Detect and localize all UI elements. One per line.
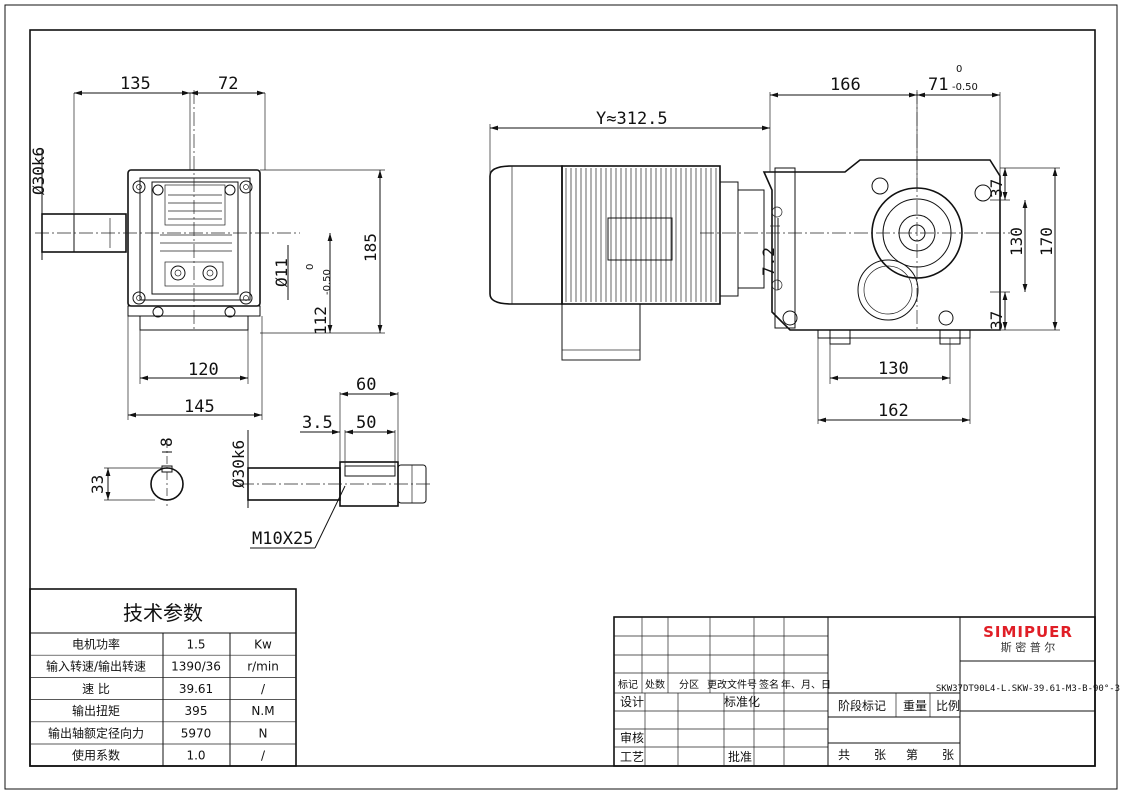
row-review: 审核	[620, 730, 644, 745]
dim-7-2: 7.2	[759, 247, 778, 276]
tech-row-unit: N.M	[251, 704, 274, 718]
tech-row-unit: N	[259, 726, 268, 740]
scale-label: 比例	[936, 699, 960, 713]
dim-170: 170	[1037, 227, 1056, 256]
tech-row-value: 395	[185, 704, 208, 718]
row-standard: 标准化	[724, 695, 760, 709]
dim-30k6-output: Ø30k6	[229, 440, 248, 488]
row-design: 设计	[620, 695, 644, 709]
tech-row-unit: /	[261, 682, 266, 696]
revision-col-header: 标记	[618, 679, 638, 691]
dim-72: 72	[218, 74, 238, 94]
tech-row-unit: Kw	[254, 638, 272, 652]
stage-mark-label: 阶段标记	[838, 698, 886, 713]
tech-row-unit: /	[261, 749, 266, 763]
tech-row-value: 1.5	[186, 638, 205, 652]
tech-row-label: 输入转速/输出转速	[46, 659, 146, 674]
dim-112: 112	[311, 306, 330, 335]
dim-145: 145	[184, 397, 215, 417]
dim-71-lower: -0.50	[952, 82, 978, 93]
dim-120: 120	[188, 360, 219, 380]
revision-col-header: 更改文件号	[707, 678, 757, 691]
tech-row-unit: r/min	[247, 660, 279, 674]
key-section: 33 8	[88, 437, 184, 506]
row-process: 工艺	[620, 750, 644, 764]
dim-71: 71	[928, 75, 948, 95]
front-view	[35, 90, 300, 331]
dim-37-bottom: 37	[987, 311, 1006, 330]
dim-11: Ø11	[272, 258, 291, 287]
dim-130-vertical: 130	[1007, 227, 1026, 256]
sheet-unit-label: 张	[942, 748, 954, 762]
total-label: 共	[838, 748, 850, 762]
tech-row-value: 39.61	[179, 682, 213, 696]
dim-112-upper: 0	[305, 264, 316, 270]
revision-col-header: 分区	[679, 679, 699, 691]
dim-166: 166	[830, 75, 861, 95]
weight-label: 重量	[903, 699, 927, 713]
dim-135: 135	[120, 74, 151, 94]
dim-60: 60	[356, 375, 376, 395]
side-dims: 166 71 0 -0.50 Y≈312.5 37 130 170 37 7.2…	[489, 64, 1060, 424]
tech-table: 技术参数 电机功率 1.5 Kw 输入转速/输出转速 1390/36 r/min 速 比 39…	[29, 588, 297, 767]
brand-logo: SIMIPUER	[983, 623, 1073, 641]
dim-185: 185	[361, 233, 380, 262]
tech-row-label: 速 比	[82, 682, 110, 696]
sheet-no-label: 第	[906, 748, 918, 762]
outer-border	[4, 4, 1118, 790]
dim-8: 8	[157, 437, 176, 447]
tech-table-title: 技术参数	[123, 601, 203, 625]
title-block: 标记处数分区更改文件号签名年、月、日 设计 标准化 审核 工艺 批准 阶段标记 …	[613, 616, 1120, 767]
tech-row-value: 1.0	[186, 749, 205, 763]
front-dims: 135 72 Ø30k6 185 Ø11 112 0 -0.50 120 145	[29, 74, 385, 420]
tech-row-label: 输出轴额定径向力	[48, 725, 144, 740]
dim-y: Y≈312.5	[596, 109, 668, 129]
tech-row-value: 1390/36	[171, 660, 221, 674]
revision-col-header: 签名	[759, 678, 779, 691]
revision-col-header: 处数	[645, 678, 665, 691]
dim-162: 162	[878, 401, 909, 421]
sheets-label: 张	[874, 748, 886, 762]
revision-col-header: 年、月、日	[781, 678, 831, 691]
thread-m10: M10X25	[252, 529, 313, 549]
dim-30k6-input: Ø30k6	[29, 147, 48, 195]
dim-112-lower: -0.50	[322, 269, 333, 295]
side-view	[489, 90, 1010, 361]
dim-50: 50	[356, 413, 376, 433]
brand-chinese-name: 斯 密 普 尔	[1001, 640, 1056, 654]
tech-row-label: 使用系数	[72, 748, 120, 763]
shaft-detail: Ø30k6 60 3.5 50 M10X25	[229, 375, 432, 549]
tech-row-value: 5970	[181, 726, 212, 740]
tech-row-label: 输出扭矩	[72, 703, 120, 718]
model-number: SKW37DT90L4-L.SKW-39.61-M3-B-90°-3	[936, 684, 1120, 694]
row-approve: 批准	[728, 749, 752, 764]
dim-37-top: 37	[987, 179, 1006, 198]
dim-33: 33	[88, 475, 107, 494]
dim-130-horizontal: 130	[878, 359, 909, 379]
dim-71-upper: 0	[956, 64, 962, 75]
inner-border	[29, 29, 1096, 767]
tech-row-label: 电机功率	[72, 637, 120, 652]
dim-3-5: 3.5	[302, 413, 333, 433]
